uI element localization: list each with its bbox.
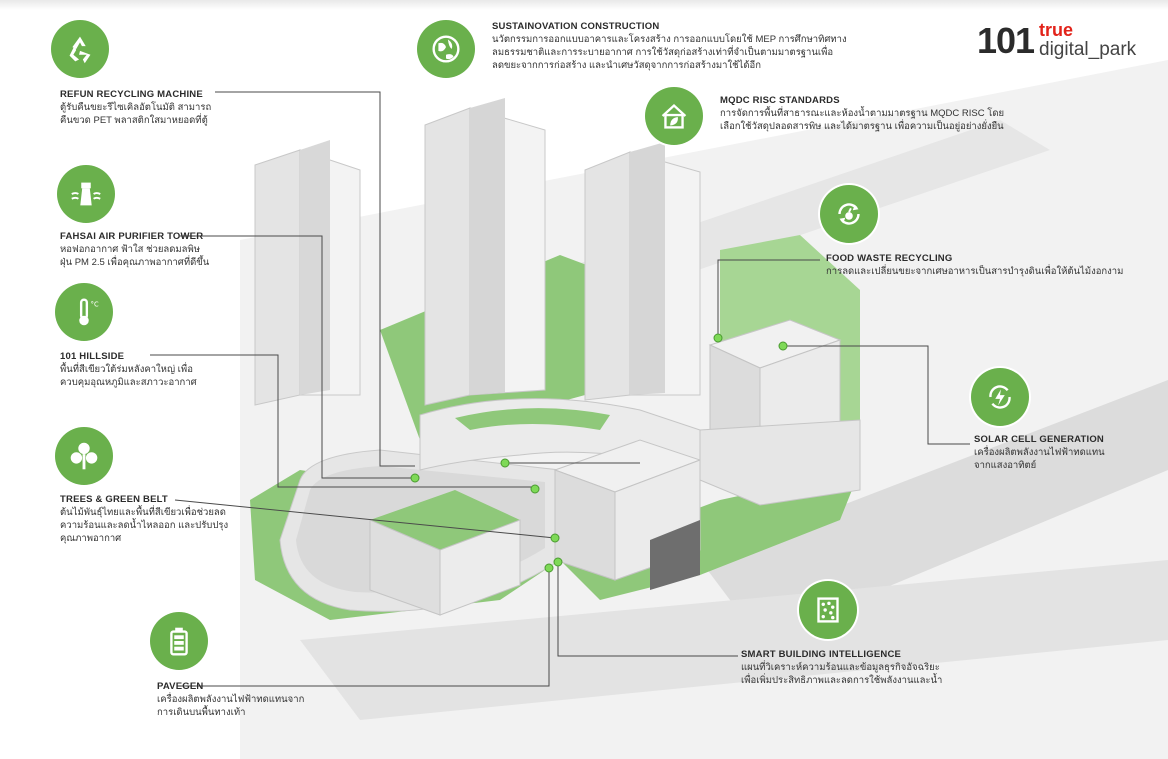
- battery-icon: [150, 612, 208, 670]
- label-mqdc: MQDC RISC STANDARDS การจัดการพื้นที่สาธา…: [720, 94, 1080, 133]
- desc-trees-3: คุณภาพอากาศ: [60, 533, 122, 544]
- title-food: FOOD WASTE RECYCLING: [826, 253, 953, 264]
- food-recycle-icon: [820, 185, 878, 243]
- tower-center-face: [424, 107, 471, 406]
- globe-leaf-icon: [417, 20, 475, 78]
- label-fahsai: FAHSAI AIR PURIFIER TOWER หอฟอกอากาศ ฟ้า…: [60, 230, 330, 269]
- desc-mqdc-1: การจัดการพื้นที่สาธารณะและห้องน้ำตามมาตร…: [720, 108, 1005, 119]
- tower-right2: [630, 142, 665, 395]
- leader-food: [717, 259, 820, 338]
- tower-center2: [470, 98, 505, 395]
- label-trees: TREES & GREEN BELT ต้นไม้พันธุ์ไทยและพื้…: [60, 493, 330, 545]
- leader-refun: [215, 91, 415, 467]
- desc-trees-2: ความร้อนและลดน้ำไหลออก และปรับปรุง: [60, 520, 229, 531]
- block-right-podium: [699, 419, 861, 506]
- title-sustainovation: SUSTAINOVATION CONSTRUCTION: [492, 21, 660, 32]
- tower-right-face: [584, 151, 631, 401]
- desc-pavegen-2: การเดินบนพื้นทางเท้า: [157, 707, 246, 718]
- title-refun: REFUN RECYCLING MACHINE: [60, 89, 203, 100]
- dot-trees: [550, 533, 560, 543]
- air-tower-icon: [57, 165, 115, 223]
- desc-smart-2: เพื่อเพิ่มประสิทธิภาพและลดการใช้พลังงานแ…: [741, 675, 943, 686]
- tree-icon: [55, 427, 113, 485]
- desc-pavegen-1: เครื่องผลิตพลังงานไฟฟ้าทดแทนจาก: [157, 694, 305, 705]
- road-right: [700, 380, 1168, 640]
- desc-fahsai-1: หอฟอกอากาศ ฟ้าใส ช่วยลดมลพิษ: [60, 244, 201, 255]
- leader-pavegen: [180, 568, 550, 687]
- logo-number: 101: [977, 20, 1035, 61]
- desc-solar-1: เครื่องผลิตพลังงานไฟฟ้าทดแทน: [974, 447, 1105, 458]
- recycle-icon: [51, 20, 109, 78]
- leader-smart: [557, 562, 738, 657]
- title-smart: SMART BUILDING INTELLIGENCE: [741, 649, 902, 660]
- desc-solar-2: จากแสงอาทิตย์: [974, 460, 1037, 471]
- dot-hillside: [530, 484, 540, 494]
- solar-energy-icon: [971, 368, 1029, 426]
- label-solar: SOLAR CELL GENERATION เครื่องผลิตพลังงาน…: [974, 433, 1154, 472]
- label-refun: REFUN RECYCLING MACHINE ตู้รับคืนขยะรีไซ…: [60, 88, 330, 127]
- logo: 101 true digital_park: [977, 18, 1155, 66]
- desc-fahsai-2: ฝุ่น PM 2.5 เพื่อคุณภาพอากาศที่ดีขึ้น: [60, 257, 210, 268]
- desc-refun-2: คืนขวด PET พลาสติกใสมาหยอดที่ตู้: [60, 115, 208, 126]
- label-sustainovation: SUSTAINOVATION CONSTRUCTION นวัตกรรมการอ…: [492, 20, 912, 72]
- title-trees: TREES & GREEN BELT: [60, 494, 168, 505]
- leader-hillside: [150, 354, 535, 488]
- svg-text:°C: °C: [91, 300, 99, 308]
- desc-food-1: การลดและเปลี่ยนขยะจากเศษอาหารเป็นสารบำรุ…: [826, 266, 1124, 277]
- label-smart: SMART BUILDING INTELLIGENCE แผนที่วิเครา…: [741, 648, 1061, 687]
- podium-central-green: [455, 408, 610, 430]
- leader-trees: [174, 499, 556, 539]
- block-left-mid-top: [370, 490, 520, 550]
- smart-building-icon: [799, 581, 857, 639]
- logo-brand: true: [1039, 20, 1074, 40]
- marker-dots: [410, 333, 788, 573]
- dot-smart: [553, 557, 563, 567]
- title-pavegen: PAVEGEN: [157, 681, 204, 692]
- thermometer-icon: °C: [55, 283, 113, 341]
- label-pavegen: PAVEGEN เครื่องผลิตพลังงานไฟฟ้าทดแทนจาก …: [157, 680, 427, 719]
- leader-solar: [783, 345, 970, 445]
- dot-refun: [410, 473, 420, 483]
- leader-lines: [150, 91, 970, 687]
- title-mqdc: MQDC RISC STANDARDS: [720, 95, 840, 106]
- block-center-dark: [650, 520, 700, 590]
- dot-solar: [778, 341, 788, 351]
- title-hillside: 101 HILLSIDE: [60, 351, 125, 362]
- title-fahsai: FAHSAI AIR PURIFIER TOWER: [60, 231, 204, 242]
- desc-smart-1: แผนที่วิเคราะห์ความร้อนและข้อมูลธุรกิจอั…: [741, 662, 940, 673]
- dot-central: [500, 458, 510, 468]
- dot-food: [713, 333, 723, 343]
- desc-mqdc-2: เลือกใช้วัสดุปลอดสารพิษ และได้มาตรฐาน เพ…: [720, 121, 1004, 132]
- road-bottom: [300, 560, 1168, 720]
- block-left-mid-side: [439, 519, 521, 616]
- label-food: FOOD WASTE RECYCLING การลดและเปลี่ยนขยะจ…: [826, 252, 1166, 278]
- green-house-icon: [645, 87, 703, 145]
- desc-hillside-1: พื้นที่สีเขียวใต้ร่มหลังคาใหญ่ เพื่อ: [60, 364, 193, 375]
- desc-trees-1: ต้นไม้พันธุ์ไทยและพื้นที่สีเขียวเพื่อช่ว…: [60, 507, 226, 518]
- label-hillside: 101 HILLSIDE พื้นที่สีเขียวใต้ร่มหลังคาใ…: [60, 350, 330, 389]
- dot-pavegen: [544, 563, 554, 573]
- logo-sub: digital_park: [1039, 39, 1137, 60]
- desc-sustainovation-1: นวัตกรรมการออกแบบอาคารและโครงสร้าง การออ…: [492, 34, 847, 45]
- title-solar: SOLAR CELL GENERATION: [974, 434, 1104, 445]
- leader-fahsai: [180, 235, 415, 479]
- desc-sustainovation-2: ลมธรรมชาติและการระบายอากาศ การใช้วัสดุก่…: [492, 47, 834, 58]
- desc-hillside-2: ควบคุมอุณหภูมิและสภาวะอากาศ: [60, 377, 197, 388]
- desc-refun-1: ตู้รับคืนขยะรีไซเคิลอัตโนมัติ สามารถ: [60, 102, 212, 113]
- top-shadow-band: [0, 0, 1168, 10]
- desc-sustainovation-3: ลดขยะจากการก่อสร้าง และนำเศษวัสดุจากการก…: [492, 60, 761, 71]
